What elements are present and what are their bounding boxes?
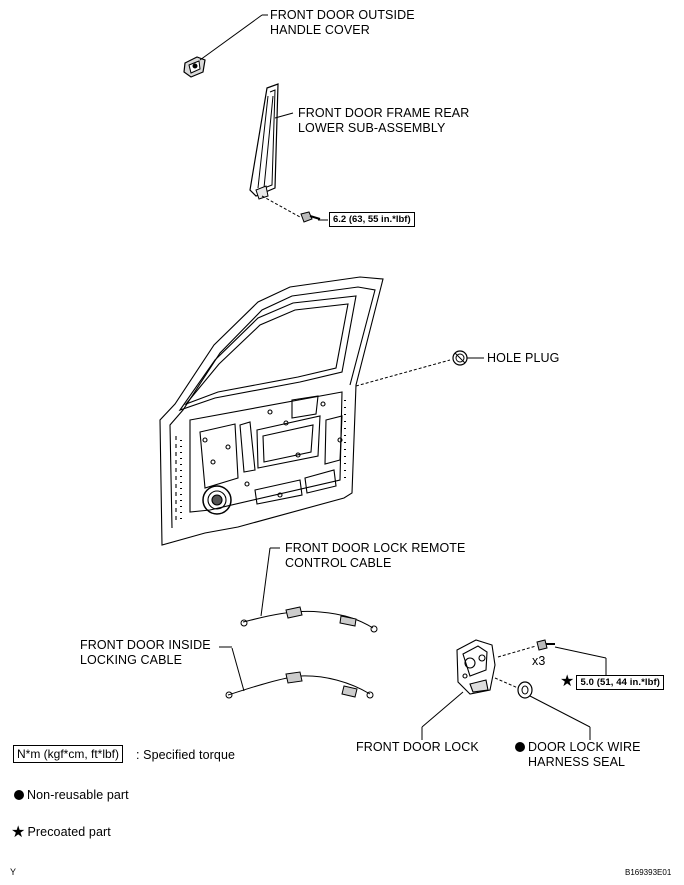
remote-control-cable-label: FRONT DOOR LOCK REMOTE CONTROL CABLE [285, 541, 465, 571]
footer-left-code: Y [10, 867, 17, 877]
handle-cover-leader [199, 14, 263, 61]
remote-control-cable-part [240, 606, 378, 633]
frame-rear-lower-part [249, 83, 279, 200]
frame-rear-lower-text: FRONT DOOR FRAME REAR LOWER SUB-ASSEMBLY [298, 106, 470, 135]
handle-cover-part [183, 56, 206, 78]
legend-non-reusable: Non-reusable part [14, 788, 129, 803]
legend-non-reusable-text: Non-reusable part [27, 788, 129, 802]
frame-bolt-torque-box: 6.2 (63, 55 in.*lbf) [329, 212, 415, 227]
inside-locking-cable-part [225, 671, 374, 699]
non-reusable-dot-icon [515, 742, 525, 752]
frame-rear-lower-label: FRONT DOOR FRAME REAR LOWER SUB-ASSEMBLY [298, 106, 469, 136]
hole-plug-part [452, 350, 468, 366]
lock-screw-torque-box: 5.0 (51, 44 in.*lbf) [576, 675, 665, 690]
hole-plug-label: HOLE PLUG [487, 351, 560, 365]
front-door-panel [159, 276, 384, 546]
lock-screw [536, 639, 555, 651]
inside-locking-cable-text: FRONT DOOR INSIDE LOCKING CABLE [80, 638, 211, 667]
legend-star-icon: ★ [11, 824, 26, 841]
inside-locking-cable-label: FRONT DOOR INSIDE LOCKING CABLE [80, 638, 211, 668]
harness-seal-text: DOOR LOCK WIRE HARNESS SEAL [528, 740, 641, 769]
legend-precoated: ★Precoated part [11, 824, 111, 841]
legend-dot-icon [14, 790, 24, 800]
door-lock-label: FRONT DOOR LOCK [356, 740, 479, 754]
handle-cover-label: FRONT DOOR OUTSIDE HANDLE COVER [270, 8, 415, 38]
footer-right-code: B169393E01 [625, 868, 672, 877]
frame-bolt [300, 211, 321, 223]
legend-torque-unit-box: N*m (kgf*cm, ft*lbf) [13, 745, 124, 763]
harness-seal-label: DOOR LOCK WIRE HARNESS SEAL [515, 740, 641, 770]
handle-cover-text: FRONT DOOR OUTSIDE HANDLE COVER [270, 8, 415, 37]
legend-precoated-text: Precoated part [27, 825, 111, 839]
front-door-lock-part [456, 639, 496, 695]
harness-seal-part [517, 681, 533, 699]
quantity-label: x3 [532, 654, 546, 668]
remote-control-cable-text: FRONT DOOR LOCK REMOTE CONTROL CABLE [285, 541, 466, 570]
lock-screw-torque: ★5.0 (51, 44 in.*lbf) [560, 673, 665, 690]
legend-torque-desc: : Specified torque [136, 748, 236, 762]
precoated-star-icon: ★ [560, 673, 575, 690]
